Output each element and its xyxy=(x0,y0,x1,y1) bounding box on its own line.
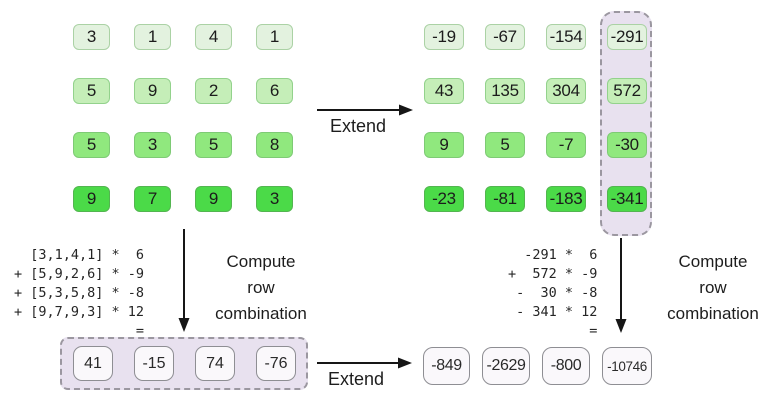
matrix-cell: 9 xyxy=(73,186,110,212)
matrix-cell: 6 xyxy=(256,78,293,104)
result-cell: -800 xyxy=(542,347,590,385)
matrix-cell: -7 xyxy=(546,132,586,158)
matrix-cell: -291 xyxy=(607,24,647,50)
extend-label-bottom: Extend xyxy=(327,369,385,389)
matrix-cell: 1 xyxy=(134,24,171,50)
matrix-cell: 5 xyxy=(73,78,110,104)
result-cell: -849 xyxy=(423,347,470,385)
source-matrix: 3 1 4 1 5 9 2 6 5 3 5 8 9 7 9 3 xyxy=(73,24,293,212)
matrix-cell: 5 xyxy=(73,132,110,158)
matrix-cell: -23 xyxy=(424,186,464,212)
row-combination-result: 41 -15 74 -76 xyxy=(73,346,296,381)
matrix-cell: 135 xyxy=(485,78,525,104)
matrix-cell: 3 xyxy=(134,132,171,158)
compute-arrow-left xyxy=(178,229,190,332)
matrix-cell: 9 xyxy=(134,78,171,104)
extend-arrow-top xyxy=(317,104,413,116)
matrix-cell: 3 xyxy=(73,24,110,50)
extended-row-combination-result: -849 -2629 -800 -10746 xyxy=(423,347,652,385)
result-cell: -2629 xyxy=(482,347,530,385)
result-cell: -76 xyxy=(256,346,296,381)
matrix-cell: -183 xyxy=(546,186,586,212)
extend-arrow-bottom xyxy=(317,357,412,369)
matrix-cell: 304 xyxy=(546,78,586,104)
matrix-cell: 5 xyxy=(485,132,525,158)
matrix-cell: -67 xyxy=(485,24,525,50)
extended-matrix: -19 -67 -154 -291 43 135 304 572 9 5 -7 … xyxy=(424,24,647,212)
result-cell: 41 xyxy=(73,346,113,381)
matrix-cell: 8 xyxy=(256,132,293,158)
result-cell: 74 xyxy=(195,346,235,381)
matrix-cell: 9 xyxy=(424,132,464,158)
matrix-cell: 7 xyxy=(134,186,171,212)
matrix-cell: 4 xyxy=(195,24,232,50)
right-row-combination-expression: -291 * 6 + 572 * -9 - 30 * -8 - 341 * 12… xyxy=(508,247,598,339)
matrix-cell: -19 xyxy=(424,24,464,50)
matrix-cell: -341 xyxy=(607,186,647,212)
matrix-cell: 5 xyxy=(195,132,232,158)
compute-arrow-right xyxy=(615,238,627,333)
matrix-cell: 1 xyxy=(256,24,293,50)
matrix-cell: 2 xyxy=(195,78,232,104)
compute-row-combination-label-left: Compute row combination xyxy=(215,252,307,323)
extend-label-top: Extend xyxy=(329,116,387,136)
matrix-cell: -30 xyxy=(607,132,647,158)
result-cell: -15 xyxy=(134,346,174,381)
matrix-cell: -81 xyxy=(485,186,525,212)
compute-row-combination-label-right: Compute row combination xyxy=(667,252,759,323)
matrix-cell: -154 xyxy=(546,24,586,50)
left-row-combination-expression: [3,1,4,1] * 6 + [5,9,2,6] * -9 + [5,3,5,… xyxy=(14,247,145,339)
matrix-cell: 9 xyxy=(195,186,232,212)
matrix-cell: 43 xyxy=(424,78,464,104)
matrix-cell: 3 xyxy=(256,186,293,212)
matrix-cell: 572 xyxy=(607,78,647,104)
result-cell: -10746 xyxy=(602,347,652,385)
